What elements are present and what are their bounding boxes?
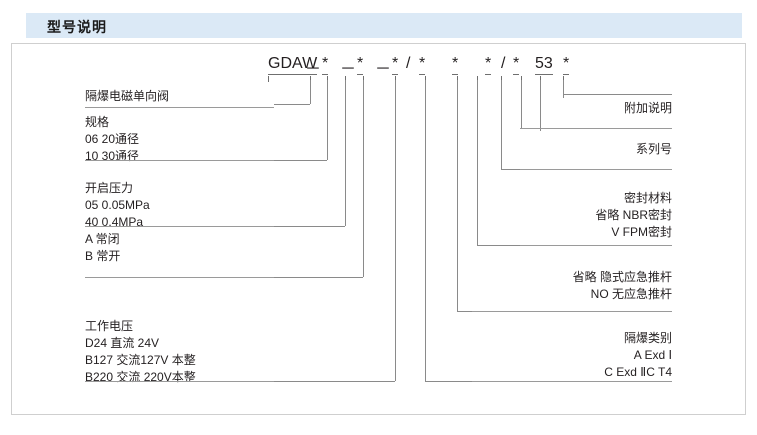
leader-line-vertical	[310, 80, 311, 104]
opening-pressure-line: 开启压力	[85, 181, 134, 195]
diagram-frame	[11, 43, 746, 415]
model-code-token: *	[419, 55, 426, 75]
series-number-underline	[520, 169, 672, 170]
working-voltage-line: B220 交流 220V本整	[85, 370, 196, 384]
specification-underline	[85, 160, 274, 161]
model-code-token: －	[375, 61, 392, 78]
working-voltage-underline	[85, 381, 274, 382]
leader-tick	[327, 76, 328, 82]
valve-function: A 常闭 B 常开	[85, 231, 120, 265]
working-voltage-line: B127 交流127V 本整	[85, 353, 196, 367]
sealing-material-line: 密封材料	[623, 191, 672, 205]
product-name-underline	[85, 107, 274, 108]
specification-line: 规格	[85, 115, 110, 129]
specification-line: 10 30通径	[85, 149, 140, 163]
leader-tick	[363, 76, 364, 82]
leader-tick	[563, 76, 564, 82]
model-code-token: *	[563, 55, 570, 75]
sealing-material-underline	[520, 245, 672, 246]
model-code-line: GDAW－*－*－*/***/*53*	[0, 55, 757, 81]
working-voltage-line: D24 直流 24V	[85, 336, 160, 350]
leader-line-vertical	[501, 80, 502, 169]
model-code-token: GDAW	[268, 55, 318, 75]
leader-tick	[310, 76, 311, 82]
opening-pressure-underline	[85, 226, 274, 227]
page-title: 型号说明	[47, 19, 107, 35]
leader-line-vertical	[521, 80, 522, 128]
model-code-token: *	[452, 55, 459, 75]
product-name: 隔爆电磁单向阀	[85, 88, 169, 105]
leader-line-vertical	[363, 80, 364, 277]
model-code-token: /	[406, 55, 411, 72]
valve-function-line: A 常闭	[85, 232, 120, 246]
leader-tick	[521, 76, 522, 82]
opening-pressure: 开启压力 05 0.05MPa 40 0.4MPa	[85, 180, 150, 231]
leader-line-vertical	[457, 80, 458, 311]
sealing-material-line: V FPM密封	[611, 225, 672, 239]
model-code-token: *	[485, 55, 492, 75]
explosion-proof-category: 隔爆类别 A Exd Ⅰ C Exd ⅡC T4	[472, 330, 672, 381]
leader-line-vertical	[395, 80, 396, 381]
series-number: 系列号	[472, 141, 672, 158]
leader-line-vertical	[345, 80, 346, 226]
product-name-line: 隔爆电磁单向阀	[85, 89, 170, 103]
valve-function-underline	[85, 277, 274, 278]
valve-function-line: B 常开	[85, 249, 121, 263]
specification: 规格 06 20通径 10 30通径	[85, 114, 139, 165]
leader-line-vertical	[540, 80, 541, 131]
explosion-proof-category-line: C Exd ⅡC T4	[604, 365, 672, 379]
leader-line-horizontal	[563, 94, 672, 95]
model-code-token: －	[340, 61, 357, 78]
opening-pressure-line: 40 0.4MPa	[85, 215, 144, 229]
additional-notes-underline	[520, 128, 672, 129]
leader-tick	[540, 76, 541, 82]
emergency-push-rod: 省略 隐式应急推杆 NO 无应急推杆	[472, 269, 672, 303]
emergency-push-rod-underline	[472, 311, 672, 312]
model-code-token: /	[501, 55, 506, 72]
leader-line-vertical	[563, 80, 564, 98]
working-voltage-line: 工作电压	[85, 319, 134, 333]
model-code-token: 53	[535, 55, 553, 75]
model-code-token: *	[357, 55, 364, 75]
leader-tick	[457, 76, 458, 82]
opening-pressure-line: 05 0.05MPa	[85, 198, 150, 212]
explosion-proof-category-line: 隔爆类别	[623, 331, 672, 345]
model-code-token: *	[392, 55, 399, 75]
sealing-material: 密封材料省略 NBR密封 V FPM密封	[472, 190, 672, 241]
leader-tick	[425, 76, 426, 82]
working-voltage: 工作电压 D24 直流 24V B127 交流127V 本整 B220 交流 220V…	[85, 318, 196, 386]
section-header-bar	[26, 13, 742, 38]
leader-line-vertical	[477, 80, 478, 245]
additional-notes: 附加说明	[472, 100, 672, 117]
leader-tick	[268, 76, 269, 82]
leader-line-vertical	[425, 80, 426, 381]
model-code-token: －	[305, 61, 322, 78]
specification-line: 06 20通径	[85, 132, 140, 146]
additional-notes-line: 附加说明	[623, 101, 672, 115]
explosion-proof-category-underline	[472, 381, 672, 382]
leader-line-vertical	[327, 80, 328, 160]
model-code-token: *	[322, 55, 329, 75]
emergency-push-rod-line: NO 无应急推杆	[590, 287, 672, 301]
leader-tick	[345, 76, 346, 82]
explosion-proof-category-line: A Exd Ⅰ	[633, 348, 672, 362]
model-code-token: *	[513, 55, 520, 75]
leader-tick	[477, 76, 478, 82]
leader-tick	[395, 76, 396, 82]
sealing-material-line: 省略 NBR密封	[595, 208, 672, 222]
series-number-line: 系列号	[635, 142, 672, 156]
leader-line-horizontal	[274, 104, 310, 105]
emergency-push-rod-line: 省略 隐式应急推杆	[572, 270, 672, 284]
leader-tick	[501, 76, 502, 82]
